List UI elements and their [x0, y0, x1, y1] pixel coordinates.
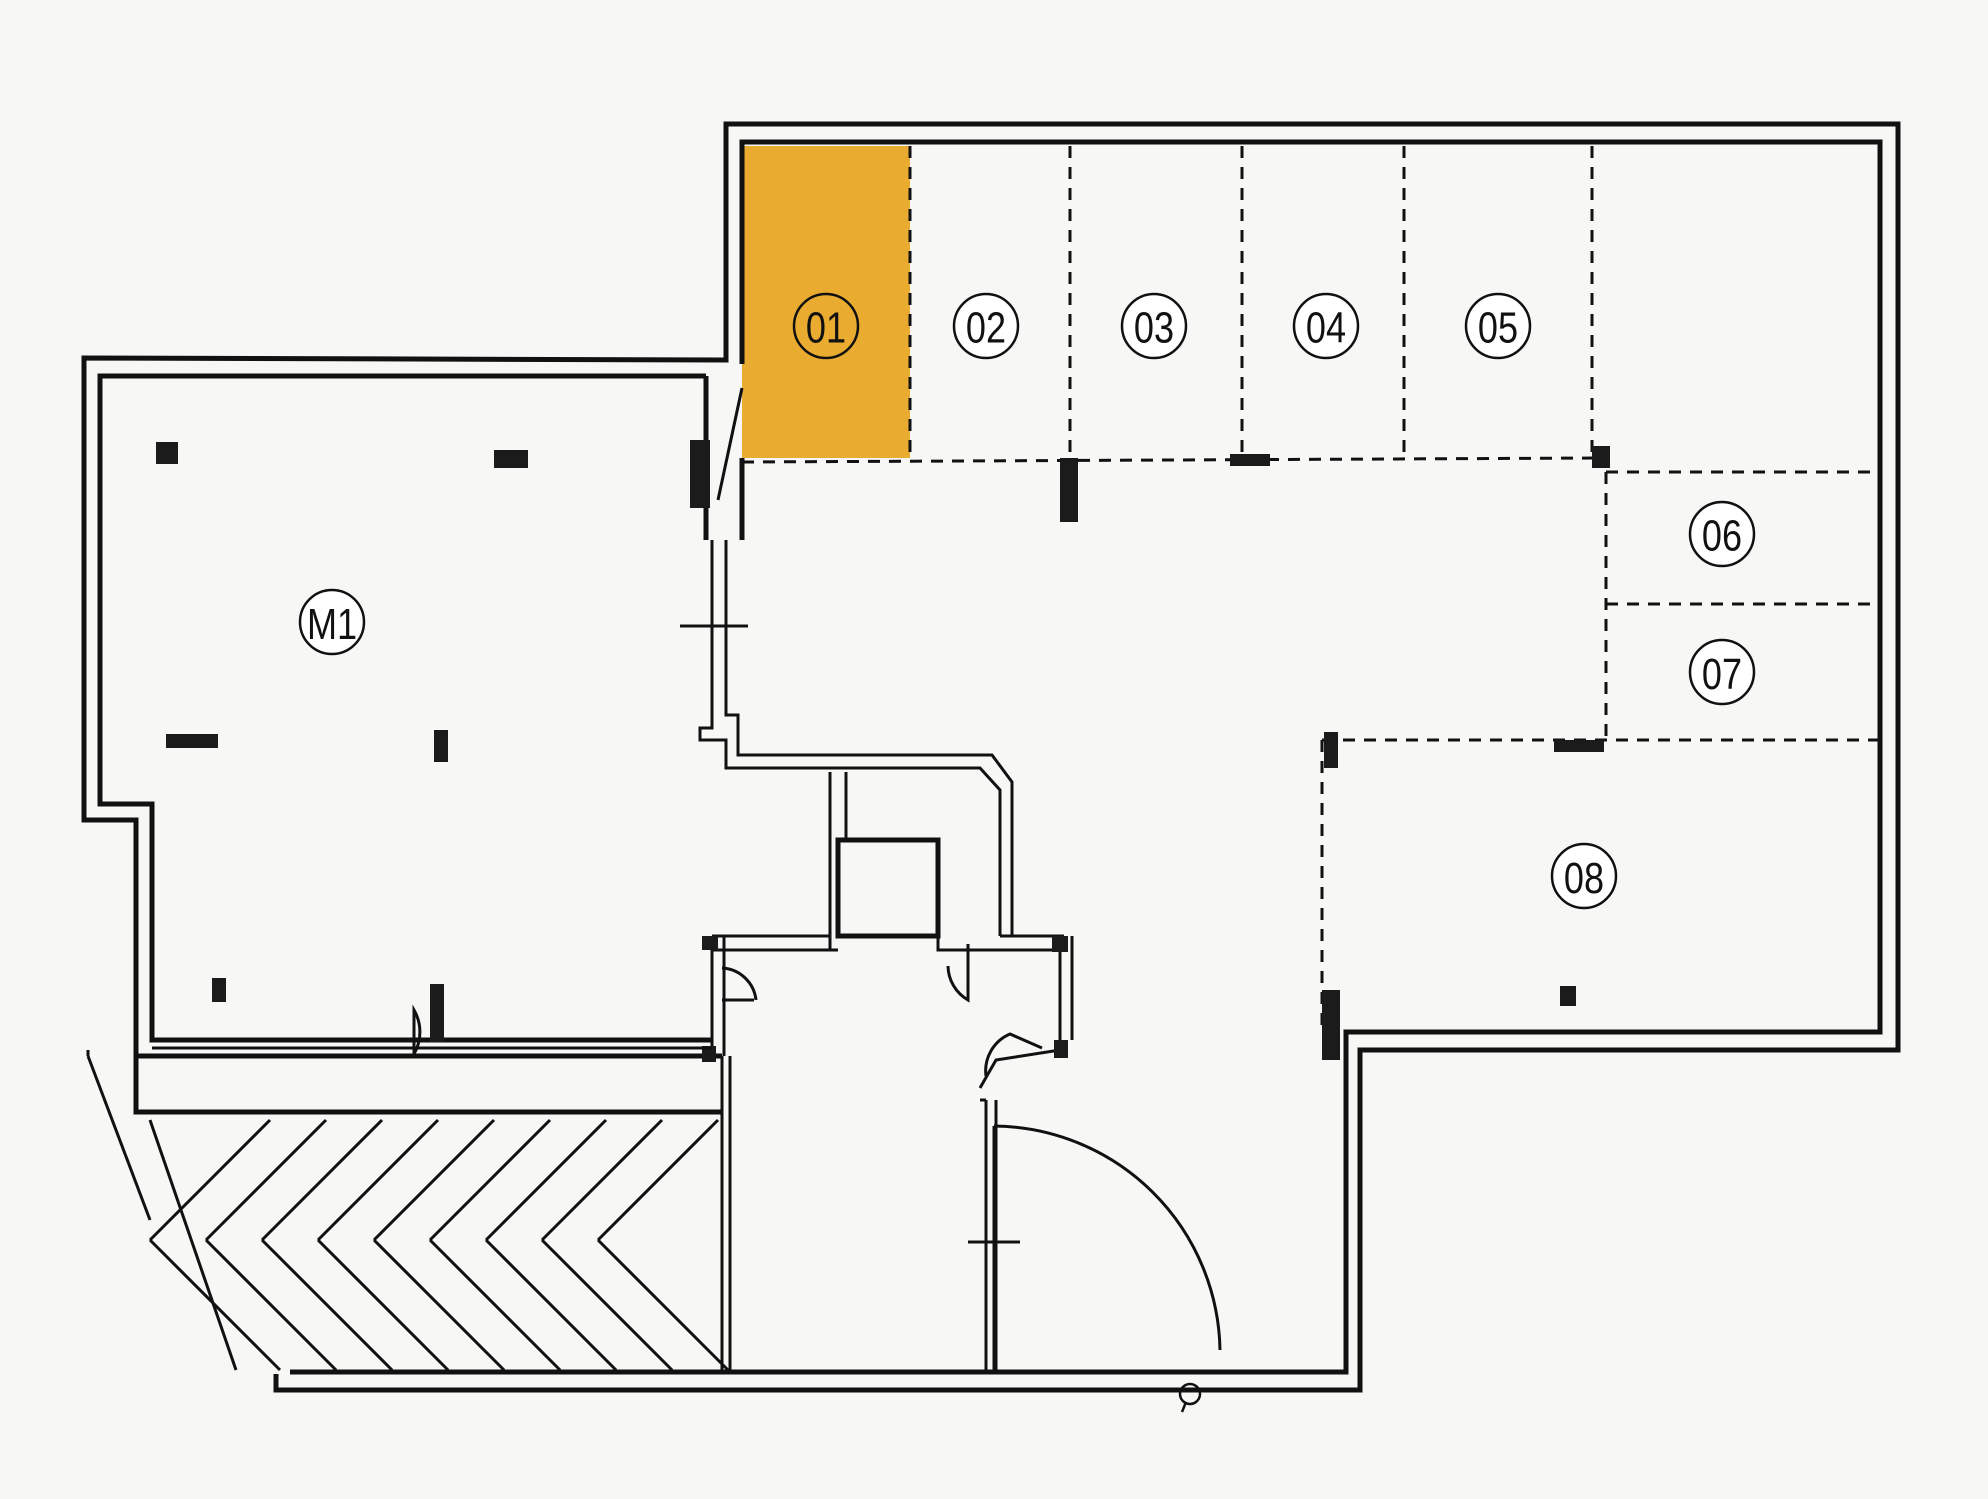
hatch-line: [596, 1118, 720, 1242]
column: [1060, 458, 1078, 522]
column: [1230, 454, 1270, 466]
unit-05-label: 05: [1478, 303, 1518, 352]
elevator-shaft: [835, 837, 941, 939]
unit-04[interactable]: 04: [1292, 292, 1360, 360]
columns: [156, 440, 1610, 1062]
hatch-line: [148, 1238, 282, 1372]
unit-08-label: 08: [1564, 853, 1604, 902]
column: [430, 984, 444, 1042]
column: [1554, 740, 1604, 752]
unit-04-label: 04: [1306, 303, 1346, 352]
unit-07[interactable]: 07: [1688, 638, 1756, 706]
column: [156, 442, 178, 464]
column: [494, 450, 528, 468]
unit-07-badge: [1688, 638, 1756, 706]
unit-07-label: 07: [1702, 649, 1742, 698]
unit-02[interactable]: 02: [952, 292, 1020, 360]
column: [434, 730, 448, 762]
column: [1322, 990, 1340, 1060]
unit-partitions: [741, 146, 1880, 1032]
unit-04-badge: [1292, 292, 1360, 360]
hatch-line: [148, 1118, 272, 1242]
column: [1052, 936, 1068, 952]
column: [1324, 732, 1338, 768]
unit-03-badge: [1120, 292, 1188, 360]
hatch-line: [484, 1118, 608, 1242]
unit-02-badge: [952, 292, 1020, 360]
hatch-line: [540, 1238, 674, 1372]
hatch-line: [372, 1118, 496, 1242]
unit-06-badge: [1688, 500, 1756, 568]
unit-08[interactable]: 08: [1550, 842, 1618, 910]
hatch-line: [260, 1238, 394, 1372]
hatch-line: [428, 1238, 562, 1372]
column: [212, 978, 226, 1002]
hatch-line: [540, 1118, 664, 1242]
doors: [152, 387, 1222, 1372]
unit-03-label: 03: [1134, 303, 1174, 352]
hatch-line: [316, 1118, 440, 1242]
unit-m1-label: M1: [307, 599, 357, 648]
corridor-walls: [698, 540, 1074, 1372]
unit-m1-badge: [298, 588, 366, 656]
unit-05[interactable]: 05: [1464, 292, 1532, 360]
unit-01-badge: [792, 292, 860, 360]
column: [1592, 446, 1610, 468]
north-marker: [1178, 1382, 1202, 1413]
column: [166, 734, 218, 748]
hatched-ramp: [86, 1050, 730, 1372]
hatch-line: [204, 1118, 328, 1242]
unit-m1[interactable]: M1: [298, 588, 366, 656]
hatch-line: [484, 1238, 618, 1372]
unit-05-badge: [1464, 292, 1532, 360]
column: [702, 1046, 716, 1062]
hatch-line: [428, 1118, 552, 1242]
unit-08-badge: [1550, 842, 1618, 910]
column: [1054, 1040, 1068, 1058]
hatch-line: [260, 1118, 384, 1242]
hatch-line: [316, 1238, 450, 1372]
unit-06-label: 06: [1702, 511, 1742, 560]
unit-03[interactable]: 03: [1120, 292, 1188, 360]
hatch-line: [204, 1238, 338, 1372]
unit-01[interactable]: 01: [792, 292, 860, 360]
unit-01-highlight: [742, 146, 910, 458]
column: [1560, 986, 1576, 1006]
column: [702, 936, 718, 950]
column: [690, 440, 710, 508]
hatch-line: [596, 1238, 730, 1372]
unit-02-label: 02: [966, 303, 1006, 352]
unit-01-label: 01: [806, 303, 846, 352]
outer-walls: [81, 121, 1901, 1393]
unit-06[interactable]: 06: [1688, 500, 1756, 568]
hatch-line: [372, 1238, 506, 1372]
